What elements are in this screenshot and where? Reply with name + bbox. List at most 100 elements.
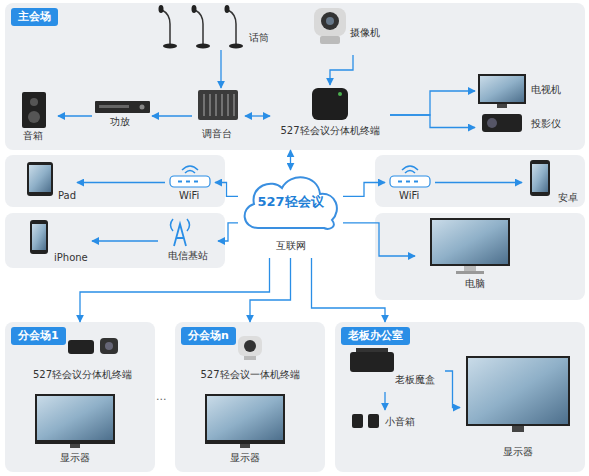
device-node: 527轻会议一体机终端 [185, 335, 315, 385]
device-node: 显示器 [195, 390, 295, 470]
mic-icon [159, 5, 164, 13]
tv-icon [480, 76, 524, 102]
device-node: 电视机 [475, 72, 585, 110]
device-label: 527轻会议 [238, 194, 343, 209]
connector [445, 371, 460, 408]
mixer-icon [198, 90, 238, 120]
terminal-icon [338, 92, 342, 96]
device-label: iPhone [54, 252, 88, 264]
group-panel [5, 213, 225, 268]
connector [218, 223, 238, 241]
device-label: 摄像机 [350, 27, 380, 39]
monitor-icon [207, 396, 283, 440]
monitor-icon [205, 394, 285, 444]
venue-panel: 分会场1527轻会议分体机终端显示器 [5, 322, 155, 472]
venue-title: 老板办公室 [341, 327, 410, 345]
device-label: 小音箱 [385, 416, 415, 428]
monitor-icon [512, 426, 524, 432]
device-node: WiFi [385, 160, 435, 205]
tower-icon [174, 224, 186, 246]
wifi-icon [390, 176, 430, 187]
device-node: 老板魔盒 [345, 350, 445, 392]
group-panel [5, 155, 225, 207]
device-label: WiFi [399, 190, 419, 202]
device-node: 电脑 [415, 216, 535, 296]
box-icon [350, 352, 394, 372]
device-label: 显示器 [25, 452, 125, 464]
device-label: 527轻会议分体机终端 [20, 369, 145, 381]
device-node: 音箱 [16, 88, 58, 144]
connector [77, 182, 165, 183]
mic-icon [196, 44, 210, 49]
device-label: 527轻会议一体机终端 [185, 369, 315, 381]
device-node: 显示器 [460, 350, 575, 465]
connector [92, 240, 158, 241]
device-label: 音箱 [23, 130, 43, 142]
connector [330, 55, 353, 85]
camera-icon [321, 12, 339, 30]
device-node: 显示器 [25, 390, 125, 470]
mic-icon [192, 5, 197, 13]
device-node: 电信基站 [158, 216, 218, 266]
device-label: 527轻会议分体机终端 [270, 125, 390, 137]
connector [343, 223, 415, 256]
mic-icon [225, 5, 230, 13]
tablet-icon [29, 165, 51, 192]
venue-title: 主会场 [11, 8, 58, 26]
mic-icon [229, 44, 243, 49]
phone-icon [530, 160, 550, 196]
wifi-icon [170, 176, 210, 187]
device-node: WiFi [165, 160, 215, 205]
device-label: 调音台 [202, 128, 232, 140]
speaker-icon [368, 414, 379, 428]
device-node: 527轻会议分体机终端 [20, 335, 145, 385]
device-label: 电视机 [531, 84, 561, 96]
box-icon [356, 348, 388, 353]
amplifier-icon [99, 105, 129, 108]
device-label: 互联网 [238, 240, 343, 252]
camera-icon [100, 338, 118, 354]
connector [245, 115, 270, 116]
mic-icon [228, 10, 236, 46]
speaker-icon [28, 111, 40, 123]
camera-icon [244, 356, 256, 360]
speaker-icon [352, 414, 363, 428]
mic-icon [163, 44, 177, 49]
wifi-icon [182, 166, 198, 173]
camera-icon [244, 340, 256, 352]
tv-icon [478, 74, 526, 104]
phone-icon [532, 164, 548, 192]
group-panel [375, 155, 585, 207]
speaker-icon [22, 92, 46, 128]
device-node: 小音箱 [345, 410, 435, 460]
wifi-icon [402, 166, 418, 173]
phone-icon [30, 220, 48, 254]
device-node: 安卓 [522, 158, 580, 208]
device-label: Pad [58, 190, 76, 202]
device-label: WiFi [179, 190, 199, 202]
mic-icon [162, 10, 170, 46]
device-node: iPhone [22, 216, 92, 266]
connector [80, 258, 270, 322]
terminal-icon [68, 340, 94, 354]
connector [220, 50, 221, 88]
device-node: 功放 [92, 96, 152, 136]
tablet-icon [27, 162, 53, 196]
device-label: 电脑 [415, 278, 535, 290]
device-node: 调音台 [192, 88, 245, 144]
device-label: 安卓 [558, 192, 578, 204]
venue-panel: 分会场n527轻会议一体机终端显示器 [175, 322, 325, 472]
device-label: 显示器 [460, 446, 575, 458]
computer-icon [464, 266, 476, 271]
connector [290, 150, 291, 170]
amplifier-icon [140, 105, 145, 110]
computer-icon [430, 218, 510, 266]
monitor-icon [468, 358, 568, 424]
monitor-icon [466, 356, 570, 426]
device-label: 显示器 [195, 452, 295, 464]
connector [343, 183, 385, 197]
camera-icon [105, 342, 113, 350]
device-label: 电信基站 [168, 250, 208, 262]
